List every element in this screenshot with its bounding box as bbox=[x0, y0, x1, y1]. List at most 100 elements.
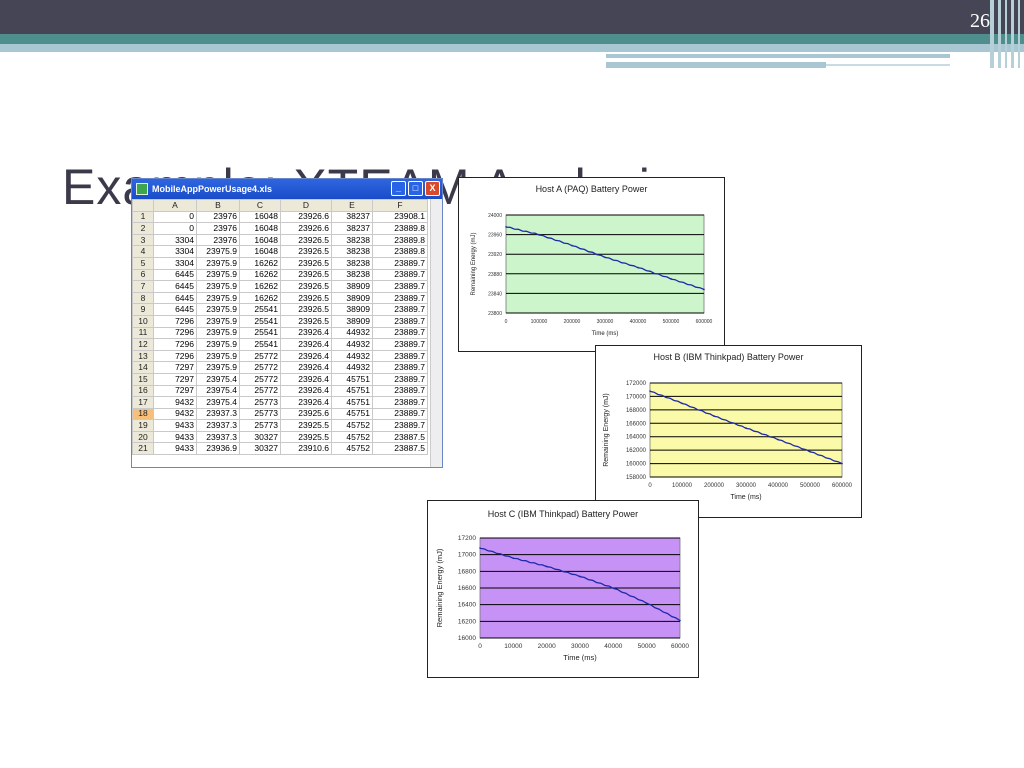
cell[interactable]: 23926.5 bbox=[280, 314, 332, 328]
cell[interactable]: 44932 bbox=[331, 326, 373, 340]
column-header[interactable]: E bbox=[331, 199, 373, 212]
cell[interactable]: 45752 bbox=[331, 419, 373, 432]
cell[interactable]: 9433 bbox=[153, 442, 197, 456]
row-header[interactable]: 9 bbox=[132, 303, 154, 316]
cell[interactable]: 23936.9 bbox=[196, 442, 240, 456]
cell[interactable]: 6445 bbox=[153, 291, 197, 305]
cell[interactable]: 23937.3 bbox=[196, 430, 240, 444]
cell[interactable]: 38909 bbox=[331, 280, 373, 293]
cell[interactable]: 45751 bbox=[331, 384, 373, 398]
cell[interactable]: 9432 bbox=[153, 396, 197, 409]
cell[interactable]: 23926.4 bbox=[280, 326, 332, 340]
cell[interactable]: 23926.5 bbox=[280, 280, 332, 293]
cell[interactable]: 16048 bbox=[239, 210, 281, 224]
cell[interactable]: 25541 bbox=[239, 303, 281, 316]
cell[interactable]: 23889.7 bbox=[372, 384, 428, 398]
cell[interactable]: 45751 bbox=[331, 396, 373, 409]
cell[interactable]: 23975.9 bbox=[196, 361, 240, 374]
cell[interactable]: 23926.6 bbox=[280, 222, 332, 235]
cell[interactable]: 23937.3 bbox=[196, 407, 240, 421]
row-header[interactable]: 14 bbox=[132, 361, 154, 374]
row-header[interactable]: 20 bbox=[132, 430, 154, 444]
cell[interactable]: 23887.5 bbox=[372, 442, 428, 456]
cell[interactable]: 25772 bbox=[239, 384, 281, 398]
cell[interactable]: 23975.9 bbox=[196, 314, 240, 328]
row-header[interactable]: 10 bbox=[132, 314, 154, 328]
cell[interactable]: 16048 bbox=[239, 233, 281, 247]
cell[interactable]: 30327 bbox=[239, 430, 281, 444]
column-header[interactable]: C bbox=[239, 199, 281, 212]
minimize-button[interactable]: _ bbox=[391, 181, 406, 196]
cell[interactable]: 38238 bbox=[331, 268, 373, 282]
cell[interactable]: 23975.9 bbox=[196, 349, 240, 363]
row-header[interactable]: 8 bbox=[132, 291, 154, 305]
cell[interactable]: 6445 bbox=[153, 280, 197, 293]
cell[interactable]: 3304 bbox=[153, 256, 197, 270]
cell[interactable]: 6445 bbox=[153, 303, 197, 316]
cell[interactable]: 0 bbox=[153, 210, 197, 224]
cell[interactable]: 38237 bbox=[331, 222, 373, 235]
cell[interactable]: 23975.9 bbox=[196, 280, 240, 293]
cell[interactable]: 23975.4 bbox=[196, 384, 240, 398]
cell[interactable]: 45752 bbox=[331, 442, 373, 456]
cell[interactable]: 9432 bbox=[153, 407, 197, 421]
vertical-scrollbar[interactable] bbox=[430, 199, 442, 467]
row-header[interactable]: 6 bbox=[132, 268, 154, 282]
row-header[interactable]: 13 bbox=[132, 349, 154, 363]
cell[interactable]: 9433 bbox=[153, 430, 197, 444]
row-header[interactable]: 7 bbox=[132, 280, 154, 293]
row-header[interactable]: 17 bbox=[132, 396, 154, 409]
cell[interactable]: 25541 bbox=[239, 314, 281, 328]
cell[interactable]: 44932 bbox=[331, 349, 373, 363]
cell[interactable]: 7296 bbox=[153, 314, 197, 328]
cell[interactable]: 16262 bbox=[239, 280, 281, 293]
row-header[interactable]: 1 bbox=[132, 210, 154, 224]
row-header[interactable]: 5 bbox=[132, 256, 154, 270]
cell[interactable]: 23975.9 bbox=[196, 256, 240, 270]
cell[interactable]: 23926.5 bbox=[280, 256, 332, 270]
cell[interactable]: 7296 bbox=[153, 338, 197, 351]
cell[interactable]: 38909 bbox=[331, 314, 373, 328]
cell[interactable]: 38909 bbox=[331, 303, 373, 316]
cell[interactable]: 38238 bbox=[331, 233, 373, 247]
cell[interactable]: 23975.9 bbox=[196, 268, 240, 282]
cell[interactable]: 16262 bbox=[239, 291, 281, 305]
cell[interactable]: 6445 bbox=[153, 268, 197, 282]
column-header[interactable]: B bbox=[196, 199, 240, 212]
cell[interactable]: 23976 bbox=[196, 210, 240, 224]
cell[interactable]: 23889.7 bbox=[372, 419, 428, 432]
cell[interactable]: 44932 bbox=[331, 338, 373, 351]
row-header[interactable]: 4 bbox=[132, 245, 154, 258]
cell[interactable]: 23889.7 bbox=[372, 361, 428, 374]
cell[interactable]: 7297 bbox=[153, 384, 197, 398]
cell[interactable]: 0 bbox=[153, 222, 197, 235]
row-header[interactable]: 12 bbox=[132, 338, 154, 351]
cell[interactable]: 23975.9 bbox=[196, 338, 240, 351]
cell[interactable]: 23926.6 bbox=[280, 210, 332, 224]
cell[interactable]: 23889.7 bbox=[372, 314, 428, 328]
cell[interactable]: 23926.5 bbox=[280, 245, 332, 258]
cell[interactable]: 23926.4 bbox=[280, 349, 332, 363]
row-header[interactable]: 3 bbox=[132, 233, 154, 247]
cell[interactable]: 23926.5 bbox=[280, 303, 332, 316]
column-header[interactable]: D bbox=[280, 199, 332, 212]
cell[interactable]: 23926.4 bbox=[280, 338, 332, 351]
cell[interactable]: 16048 bbox=[239, 245, 281, 258]
cell[interactable]: 23937.3 bbox=[196, 419, 240, 432]
cell[interactable]: 23925.5 bbox=[280, 430, 332, 444]
cell[interactable]: 3304 bbox=[153, 245, 197, 258]
cell[interactable]: 38238 bbox=[331, 245, 373, 258]
cell[interactable]: 7297 bbox=[153, 361, 197, 374]
cell[interactable]: 16262 bbox=[239, 256, 281, 270]
cell[interactable]: 23926.5 bbox=[280, 291, 332, 305]
cell[interactable]: 23976 bbox=[196, 222, 240, 235]
row-header[interactable]: 16 bbox=[132, 384, 154, 398]
cell[interactable]: 23889.7 bbox=[372, 396, 428, 409]
cell[interactable]: 44932 bbox=[331, 361, 373, 374]
cell[interactable]: 45751 bbox=[331, 372, 373, 386]
cell[interactable]: 23926.5 bbox=[280, 268, 332, 282]
cell[interactable]: 23889.7 bbox=[372, 372, 428, 386]
row-header[interactable]: 2 bbox=[132, 222, 154, 235]
cell[interactable]: 23889.7 bbox=[372, 338, 428, 351]
cell[interactable]: 23925.5 bbox=[280, 419, 332, 432]
